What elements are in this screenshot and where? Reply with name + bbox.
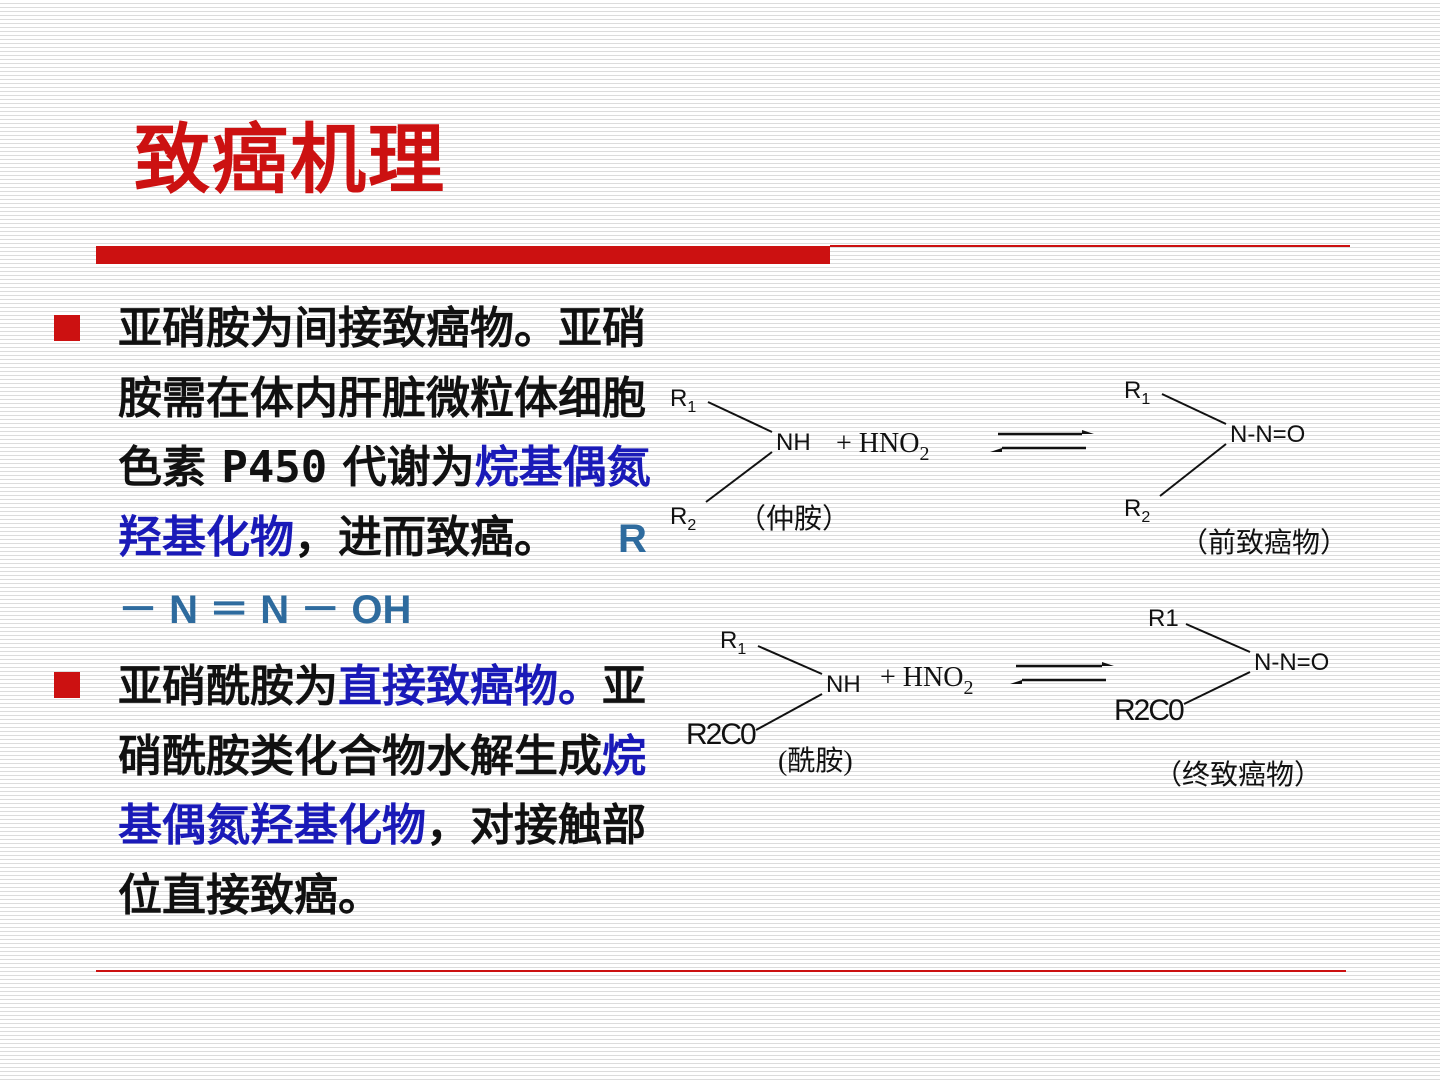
bullet-1-segment-4: 烷基偶氮羟基化物: [118, 442, 651, 563]
reaction-scheme: R1 NH R2 + HNO2 R1 N-N=O R2 （仲胺） （前致癌物） …: [670, 377, 1348, 791]
precarcinogen-label: （前致癌物）: [1180, 527, 1348, 559]
bullet-2-segment-3: 亚硝酰胺类化合物水解生成: [118, 661, 646, 782]
bullet-marker-1: [54, 315, 80, 341]
alkyl-diazohydroxide-formula: R － N ＝ N － OH: [118, 516, 647, 633]
slide-title: 致癌机理: [134, 115, 446, 204]
bullet-1-segment-2: P450: [221, 442, 328, 493]
amine-nh: NH: [776, 429, 811, 456]
bullet-text-1: 亚硝胺为间接致癌物。亚硝胺需在体内肝脏微粒体细胞色素 P450 代谢为烷基偶氮羟…: [118, 294, 658, 646]
bullet-1-segment-3: 代谢为: [327, 442, 475, 493]
bullet-marker-2: [54, 672, 80, 698]
acyl-group: R2C0: [686, 718, 756, 751]
amide-nh: NH: [826, 671, 861, 698]
bullet-1-segment-1: 亚硝胺为间接致癌物。亚硝胺需在体内肝脏微粒体细胞色素: [118, 303, 646, 493]
reagent-hno2: + HNO2: [836, 428, 929, 465]
bullet-text-2: 亚硝酰胺为直接致癌物。亚硝酰胺类化合物水解生成烷基偶氮羟基化物，对接触部位直接致…: [118, 652, 658, 930]
bullet-2-segment-1: 亚硝酰胺为: [118, 661, 338, 712]
product-r2: R2: [1124, 495, 1150, 526]
secondary-amine-label: （仲胺）: [738, 503, 850, 535]
r1-substituent: R1: [670, 385, 696, 416]
reagent-hno2-2: + HNO2: [880, 662, 973, 699]
reaction-2: R1 NH R2C0 + HNO2 R1 N-N=O R2C0 (酰胺) （终致…: [686, 605, 1329, 791]
amide-label: (酰胺): [778, 745, 853, 777]
title-underline-thick: [96, 246, 830, 264]
footer-line: [96, 970, 1346, 972]
product-r1: R1: [1124, 377, 1150, 408]
bullet-2-segment-5: ，对接触部位直接致癌。: [118, 800, 646, 921]
reaction-1: R1 NH R2 + HNO2 R1 N-N=O R2 （仲胺） （前致癌物）: [670, 377, 1348, 559]
ultimate-carcinogen-label: （终致癌物）: [1154, 759, 1322, 791]
bullet-2-segment-2: 直接致癌物。: [338, 661, 602, 712]
bullet-1-segment-5: ，进而致癌。: [294, 511, 558, 563]
product-r1-2: R1: [1148, 605, 1179, 632]
product-acyl-group: R2C0: [1114, 694, 1184, 727]
bullet-2-segment-4: 烷基偶氮羟基化物: [118, 730, 646, 852]
r2-substituent: R2: [670, 503, 696, 534]
nitrosamide-group: N-N=O: [1254, 649, 1329, 676]
title-underline-thin: [830, 245, 1350, 247]
nitrosamine-group: N-N=O: [1230, 421, 1305, 448]
r1-substituent-2: R1: [720, 627, 746, 658]
